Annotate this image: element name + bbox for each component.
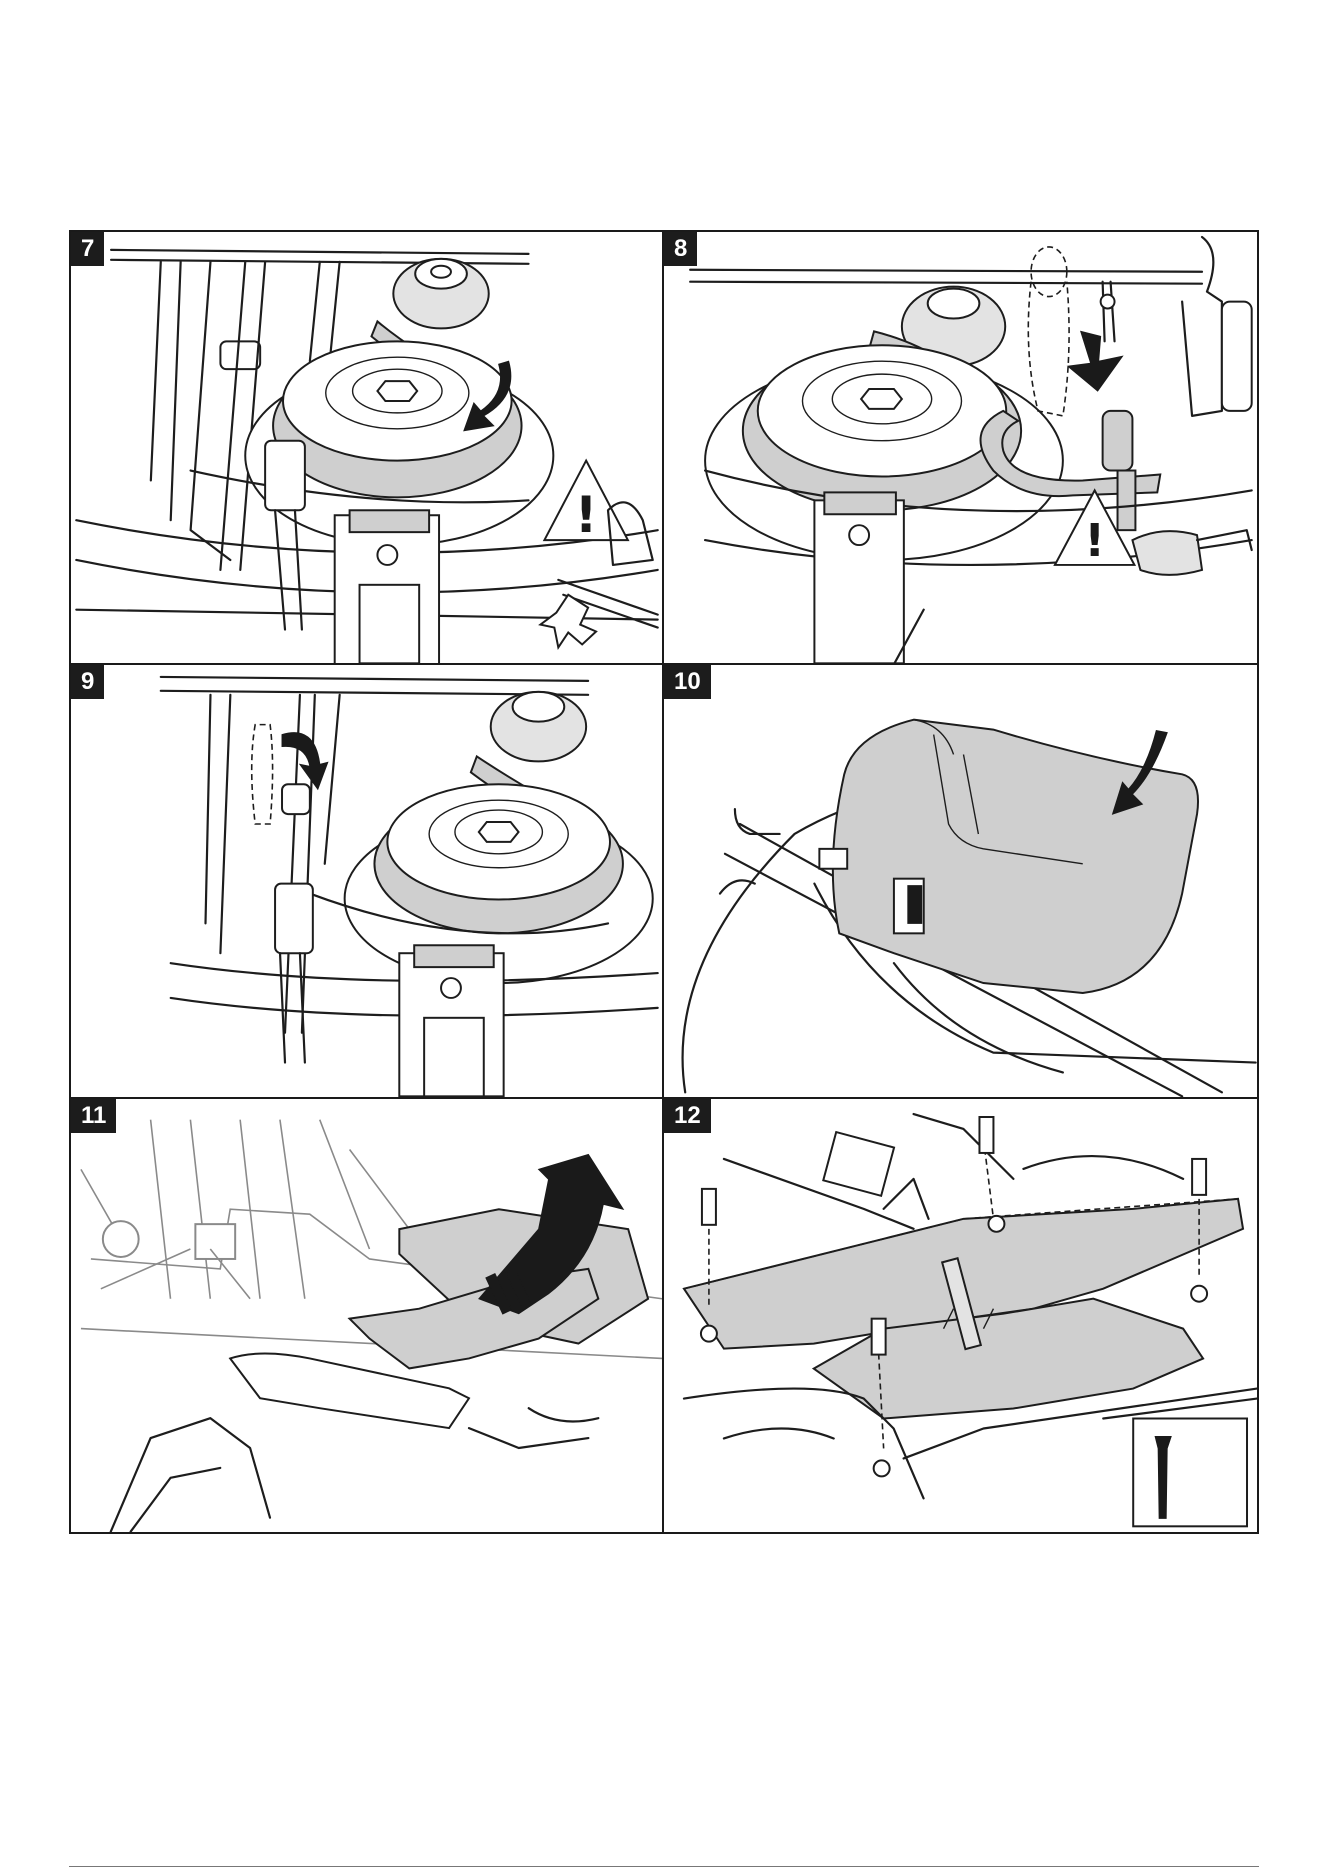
svg-text:!: !	[1084, 514, 1105, 567]
instruction-figure-grid: 7	[69, 230, 1259, 1534]
step-number: 11	[71, 1099, 116, 1133]
step-number: 10	[664, 665, 711, 699]
step-number: 7	[71, 232, 104, 266]
belt-pulley-illustration: !	[71, 232, 662, 663]
page-footer-rule	[69, 1866, 1259, 1867]
svg-text:!: !	[575, 486, 598, 544]
step-number: 9	[71, 665, 104, 699]
lever-release-illustration	[71, 665, 662, 1096]
step-9-panel: 9	[71, 665, 664, 1098]
guard-bolting-illustration	[664, 1099, 1257, 1532]
step-11-panel: 11	[71, 1099, 664, 1532]
step-number: 12	[664, 1099, 711, 1133]
step-7-panel: 7	[71, 232, 664, 665]
step-8-panel: 8	[664, 232, 1257, 665]
mower-blade-illustration	[71, 1099, 662, 1532]
step-number: 8	[664, 232, 697, 266]
step-10-panel: 10	[664, 665, 1257, 1098]
cover-fitting-illustration	[664, 665, 1257, 1096]
tool-hook-illustration: !	[664, 232, 1257, 663]
step-12-panel: 12	[664, 1099, 1257, 1532]
